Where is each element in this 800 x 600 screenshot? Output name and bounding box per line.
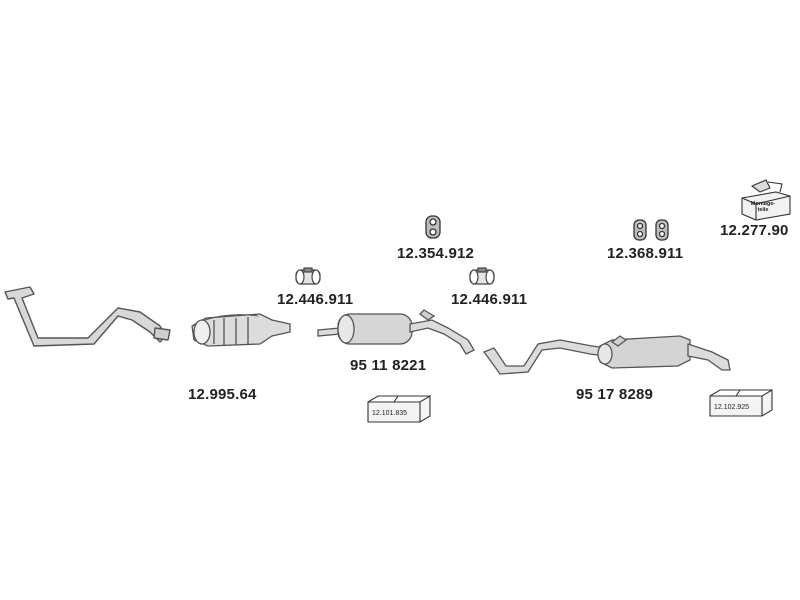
- clamp-right-icon: [469, 267, 495, 285]
- clamp-right-number: 12.446.911: [451, 291, 528, 308]
- clamp-left-icon: [295, 267, 321, 285]
- catalytic-converter: [191, 313, 291, 347]
- mount-kit-box-1-icon: [367, 395, 431, 423]
- rubber-mount-center-number: 12.354.912: [397, 245, 475, 262]
- mounting-kit-box-text: Montage-teile: [750, 201, 776, 213]
- front-silencer: [317, 309, 475, 355]
- front-pipe: [4, 286, 171, 347]
- rear-silencer-number: 95 17 8289: [576, 386, 654, 403]
- mounting-kit-box-icon: [741, 179, 791, 221]
- front-silencer-number: 95 11 8221: [350, 357, 427, 374]
- mount-kit-box-2-icon: [709, 389, 773, 417]
- clamp-left-number: 12.446.911: [277, 291, 354, 308]
- mounting-kit-number: 12.277.90: [720, 222, 789, 239]
- rear-silencer: [482, 335, 731, 375]
- rubber-mount-rear-icon: [633, 219, 669, 241]
- rubber-mount-rear-number: 12.368.911: [607, 245, 684, 262]
- rubber-mount-center-icon: [425, 215, 441, 239]
- mount-kit-box-2-number: 12.102.925: [714, 404, 750, 411]
- front-pipe-number: 12.995.64: [188, 386, 257, 403]
- mount-kit-box-1-number: 12.101.835: [372, 410, 408, 417]
